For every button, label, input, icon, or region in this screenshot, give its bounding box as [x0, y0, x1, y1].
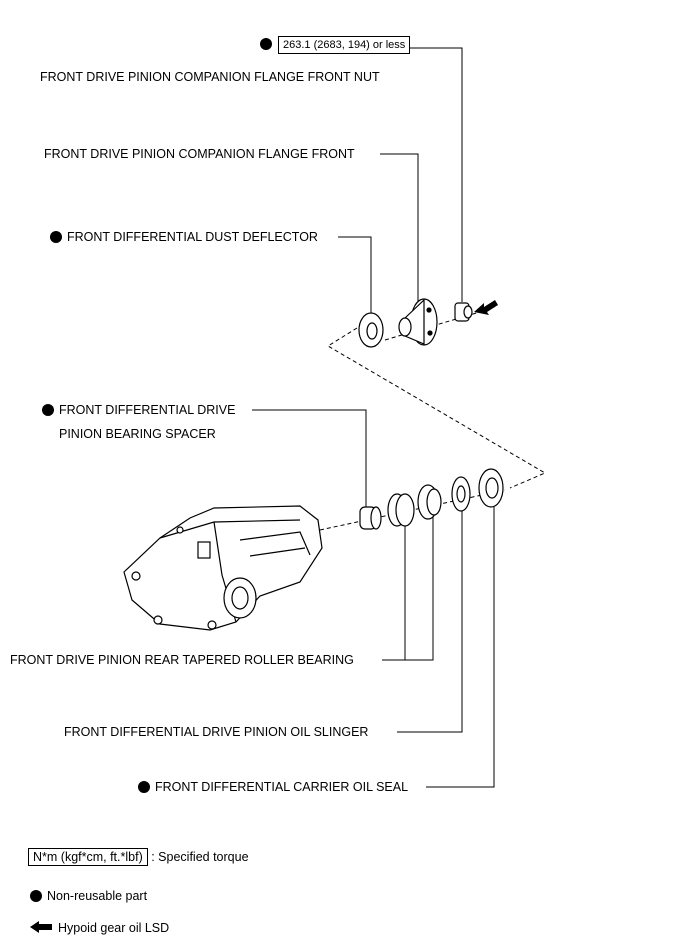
leader-spacer [252, 409, 367, 508]
label-flange-nut-text: FRONT DRIVE PINION COMPANION FLANGE FRON… [40, 70, 380, 84]
legend-nonreusable: Non-reusable part [30, 889, 147, 903]
leader-seal [426, 505, 495, 788]
label-spacer-2: PINION BEARING SPACER [59, 427, 216, 441]
companion-flange [398, 298, 438, 346]
leader-bearing [382, 515, 434, 661]
legend-hypoid: Hypoid gear oil LSD [30, 921, 169, 935]
legend-nonreusable-text: Non-reusable part [47, 889, 148, 903]
assembly-guide-dashed [327, 327, 547, 489]
non-reusable-dot-icon [50, 231, 62, 243]
oil-arrow-icon [30, 921, 52, 933]
legend-hypoid-text: Hypoid gear oil LSD [58, 921, 170, 935]
differential-carrier [123, 505, 323, 631]
leader-flange-front [380, 153, 419, 302]
non-reusable-dot-icon [42, 404, 54, 416]
label-spacer-line1: FRONT DIFFERENTIAL DRIVE [59, 403, 236, 417]
label-oil-slinger-text: FRONT DIFFERENTIAL DRIVE PINION OIL SLIN… [64, 725, 369, 739]
leader-dust-deflector [338, 236, 372, 318]
label-oil-seal-text: FRONT DIFFERENTIAL CARRIER OIL SEAL [155, 780, 409, 794]
label-rear-bearing: FRONT DRIVE PINION REAR TAPERED ROLLER B… [10, 653, 354, 667]
legend-torque: N*m (kgf*cm, ft.*lbf) : Specified torque [28, 848, 249, 866]
non-reusable-dot-icon [30, 890, 42, 902]
bearing-spacer [359, 506, 382, 530]
label-flange-front: FRONT DRIVE PINION COMPANION FLANGE FRON… [44, 147, 355, 161]
label-flange-nut: FRONT DRIVE PINION COMPANION FLANGE FRON… [40, 70, 380, 84]
tapered-roller-bearing [417, 484, 442, 520]
oil-seal [478, 468, 504, 508]
dust-deflector [358, 312, 384, 348]
leader-slinger [397, 505, 463, 733]
flange-nut [454, 302, 473, 322]
torque-spec: 263.1 (2683, 194) or less [283, 39, 406, 51]
legend-torque-unit: N*m (kgf*cm, ft.*lbf) [28, 848, 148, 866]
leader-flange-nut [408, 47, 463, 302]
oil-slinger [451, 476, 471, 512]
label-oil-seal: FRONT DIFFERENTIAL CARRIER OIL SEAL [138, 780, 408, 794]
label-rear-bearing-text: FRONT DRIVE PINION REAR TAPERED ROLLER B… [10, 653, 354, 667]
torque-spec-box: 263.1 (2683, 194) or less [278, 36, 411, 54]
bearing-outer-race [387, 493, 415, 527]
non-reusable-dot-icon [260, 38, 272, 50]
label-flange-front-text: FRONT DRIVE PINION COMPANION FLANGE FRON… [44, 147, 355, 161]
label-spacer: FRONT DIFFERENTIAL DRIVE [42, 403, 235, 417]
label-dust-deflector-text: FRONT DIFFERENTIAL DUST DEFLECTOR [67, 230, 318, 244]
label-dust-deflector: FRONT DIFFERENTIAL DUST DEFLECTOR [50, 230, 318, 244]
legend-torque-desc: : Specified torque [151, 850, 249, 864]
label-oil-slinger: FRONT DIFFERENTIAL DRIVE PINION OIL SLIN… [64, 725, 368, 739]
oil-arrow-icon [474, 300, 498, 315]
non-reusable-dot-icon [138, 781, 150, 793]
label-spacer-line2: PINION BEARING SPACER [59, 427, 216, 441]
